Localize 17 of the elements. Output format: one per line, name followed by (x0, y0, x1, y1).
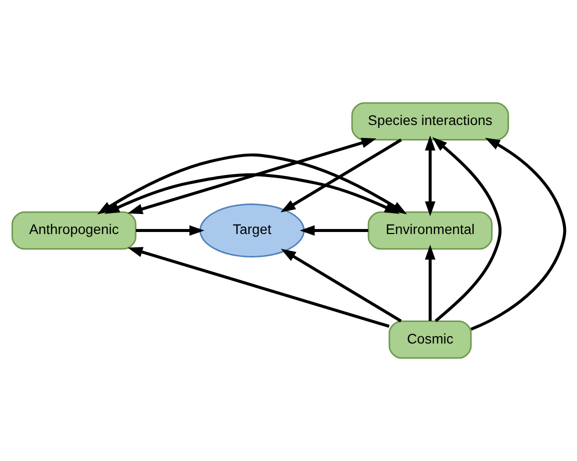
arrow (300, 225, 368, 236)
arrow (424, 244, 436, 321)
arrow (128, 246, 390, 328)
node-box: Environmental (368, 211, 493, 250)
node-box: Anthropogenic (12, 211, 136, 250)
node-box: Species interactions (351, 102, 510, 141)
node-box: Cosmic (388, 320, 472, 359)
arrow (97, 154, 407, 214)
arrow (136, 225, 204, 236)
arrow (432, 137, 502, 322)
arrow (280, 248, 402, 322)
arrow (128, 138, 376, 214)
arrow (470, 138, 566, 331)
arrow (280, 138, 402, 212)
arrow (424, 136, 436, 216)
node-ellipse: Target (199, 204, 305, 258)
arrow (104, 173, 400, 214)
